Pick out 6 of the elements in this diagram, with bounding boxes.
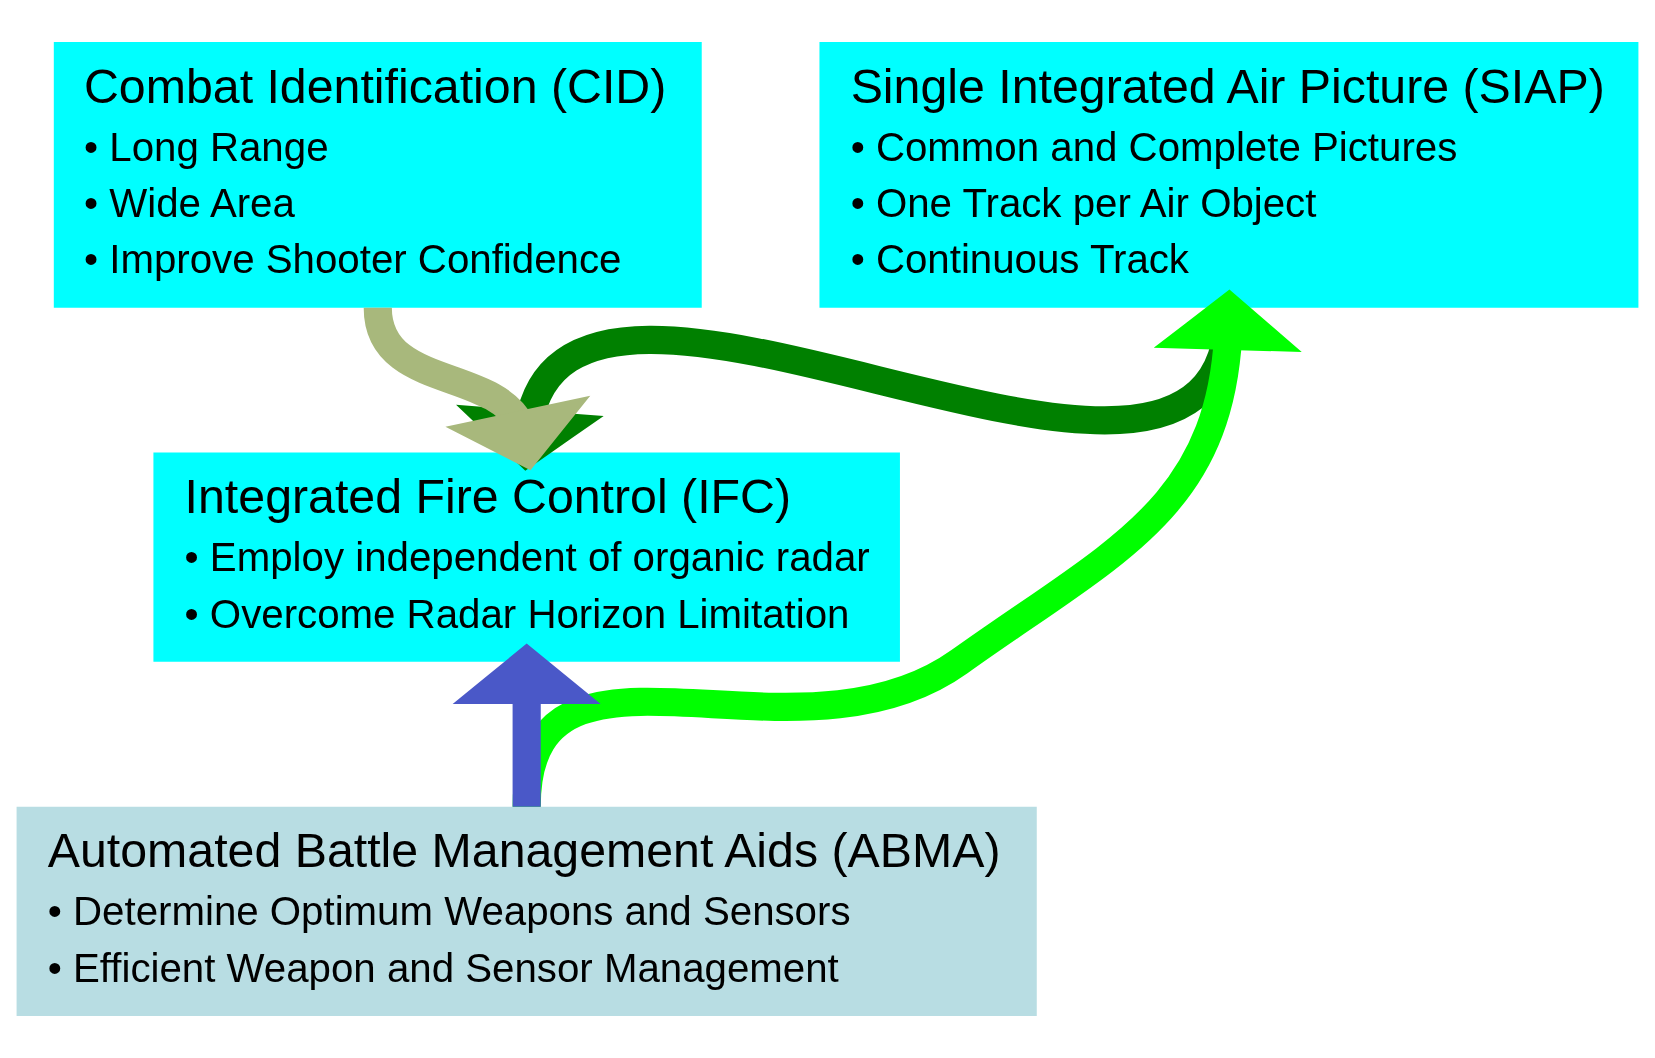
arrow: [512, 289, 1302, 809]
node-box: Automated Battle Management Aids (ABMA) • Determine Optimum Weapons and Sensors • Efficient Weapon and Sensor Management: [16, 806, 1037, 1016]
arrow: [452, 643, 601, 807]
node-box: Single Integrated Air Picture (SIAP) • Common and Complete Pictures • One Track per Air Object • Continuous Track: [819, 42, 1639, 308]
node-box: Integrated Fire Control (IFC) • Employ independent of organic radar • Overcome Radar Horizon Limitation: [153, 452, 900, 662]
node-box: Combat Identification (CID) • Long Range • Wide Area • Improve Shooter Confidence: [53, 42, 702, 308]
